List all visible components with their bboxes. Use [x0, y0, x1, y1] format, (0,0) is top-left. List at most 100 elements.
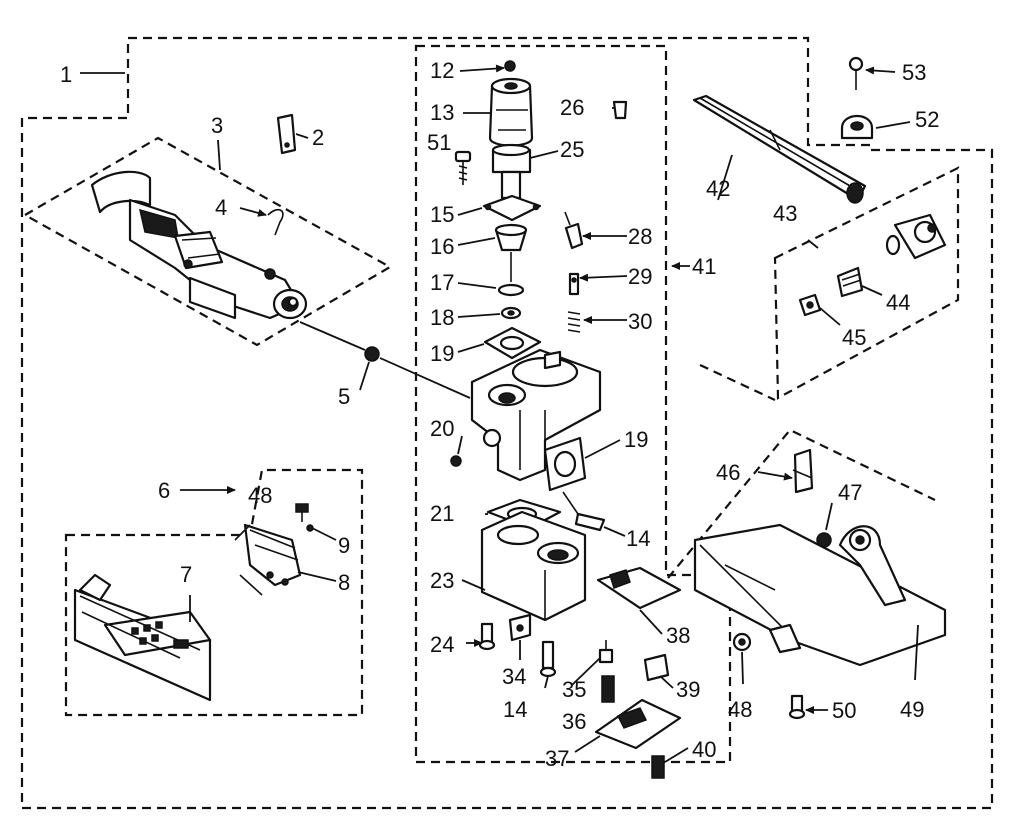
part-49-base-plate	[693, 523, 947, 667]
callout-23: 23	[430, 568, 454, 593]
callout-20: 20	[430, 416, 454, 441]
callout-41: 41	[692, 254, 716, 279]
callout-17: 17	[430, 270, 454, 295]
callout-26: 26	[560, 95, 584, 120]
part-24-screw	[478, 622, 496, 651]
callout-37: 37	[545, 746, 569, 771]
callout-19-bottom: 19	[624, 427, 648, 452]
callout-49: 49	[900, 697, 924, 722]
callout-51: 51	[427, 130, 451, 155]
part-19-gasket-lower	[543, 436, 587, 492]
part-17-oring	[497, 252, 525, 297]
callout-53: 53	[902, 60, 926, 85]
part-13-knob	[488, 77, 534, 147]
part-28-plunger	[564, 211, 584, 250]
part-14-screw-b	[539, 640, 557, 678]
callout-48-right: 48	[728, 697, 752, 722]
part-42-tube	[692, 94, 867, 204]
part-25-sleeve	[491, 143, 532, 174]
callout-19-top: 19	[430, 341, 454, 366]
part-29-valve-pin	[568, 272, 580, 296]
callout-7: 7	[180, 562, 192, 587]
callout-35: 35	[562, 677, 586, 702]
callout-30: 30	[628, 309, 652, 334]
callout-5: 5	[338, 384, 350, 409]
part-18-washer	[500, 306, 522, 320]
callout-42: 42	[706, 176, 730, 201]
leader-lines	[80, 64, 919, 763]
callout-47: 47	[838, 480, 862, 505]
callout-12: 12	[430, 58, 454, 83]
callout-28: 28	[628, 224, 652, 249]
callout-15: 15	[430, 202, 454, 227]
callout-43: 43	[773, 201, 797, 226]
callout-29: 29	[628, 264, 652, 289]
callout-25: 25	[560, 137, 584, 162]
part-35-fitting	[598, 640, 614, 664]
assembly-boundary-outer	[20, 36, 994, 810]
callout-18: 18	[430, 305, 454, 330]
part-4-clip	[267, 208, 284, 236]
callout-6: 6	[158, 478, 170, 503]
assembly-boundary-6	[64, 468, 364, 717]
part-3-spout-assembly	[90, 170, 308, 320]
part-7-panel	[73, 573, 212, 702]
part-53-screw	[848, 56, 864, 90]
callout-14-bottom: 14	[503, 697, 527, 722]
callout-52: 52	[915, 107, 939, 132]
callout-13: 13	[430, 100, 454, 125]
callout-2: 2	[312, 125, 324, 150]
callout-34: 34	[502, 664, 526, 689]
callout-16: 16	[430, 234, 454, 259]
callout-labels: 1 2 3 4 5 6 7 48 9 8 12 13 26 51 25 15 1…	[60, 58, 939, 771]
callout-36: 36	[562, 709, 586, 734]
callout-38: 38	[666, 623, 690, 648]
callout-3: 3	[211, 113, 223, 138]
part-26-cap	[612, 100, 628, 120]
assembly-boundary-43	[773, 166, 960, 400]
part-41-valve-body	[470, 348, 602, 482]
part-37-plate	[594, 698, 682, 750]
part-5-nut	[299, 321, 471, 399]
part-30-spring	[567, 311, 581, 333]
part-23-base-block	[480, 510, 587, 622]
part-14-screw-a	[562, 491, 606, 532]
callout-46: 46	[716, 460, 740, 485]
part-48-screw-b	[732, 632, 752, 652]
callout-40: 40	[692, 737, 716, 762]
part-43-valve-assembly	[885, 213, 947, 260]
callout-21: 21	[430, 501, 454, 526]
callout-14-right: 14	[626, 526, 650, 551]
part-36-bolt	[601, 675, 615, 703]
callout-45: 45	[842, 325, 866, 350]
callout-8: 8	[338, 570, 350, 595]
callout-1: 1	[60, 62, 72, 87]
callout-24: 24	[430, 632, 454, 657]
part-20-screw	[450, 455, 462, 467]
callout-44: 44	[886, 290, 910, 315]
part-2-pin	[276, 113, 297, 155]
part-50-screw	[788, 694, 806, 720]
callout-48-left: 48	[248, 483, 272, 508]
part-8-valve-block	[234, 523, 302, 596]
part-52-clamp	[840, 114, 874, 140]
part-46-bracket	[792, 448, 814, 494]
part-44-fitting	[836, 266, 864, 298]
part-38-bracket	[596, 566, 682, 610]
part-15-stem	[482, 170, 542, 222]
part-12-screw	[504, 60, 516, 72]
assembly-boundary-49	[667, 364, 936, 579]
part-39-clamp	[643, 653, 670, 682]
callout-4: 4	[215, 195, 227, 220]
callout-50: 50	[832, 698, 856, 723]
part-34-clip	[508, 613, 532, 642]
assembly-boundary-3	[22, 136, 393, 347]
part-16-seat	[494, 223, 528, 252]
part-51-screw	[454, 150, 472, 185]
callout-9: 9	[338, 533, 350, 558]
callout-39: 39	[676, 677, 700, 702]
part-48-screw-a	[295, 503, 309, 522]
part-19-gasket-upper	[483, 326, 542, 360]
part-40-screw	[651, 755, 665, 779]
